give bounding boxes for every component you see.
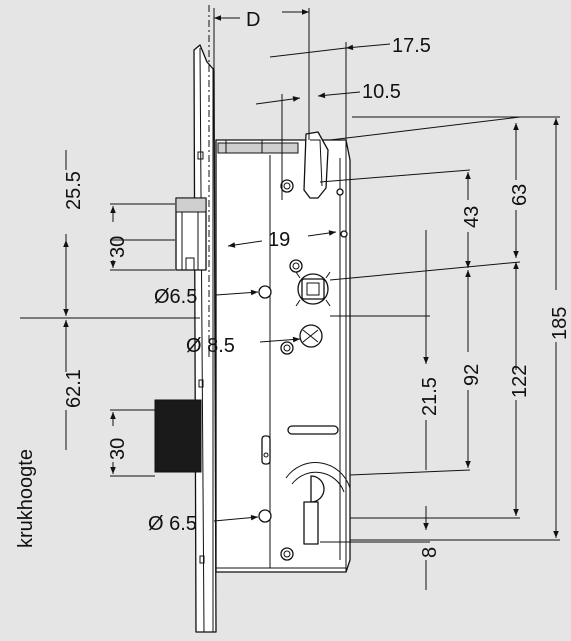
cylinder-cutout: [285, 462, 351, 545]
dim-92: 92: [461, 364, 483, 386]
dead-bolt: [154, 399, 202, 473]
dim-dia-6-5-bottom: Ø 6.5: [148, 513, 197, 535]
dim-8: 8: [419, 547, 441, 558]
follower-hub: [295, 271, 331, 307]
dim-63: 63: [509, 184, 531, 206]
extension-lines: [20, 8, 560, 543]
latch-bolt: [175, 197, 207, 271]
case-screws: [280, 179, 348, 561]
dim-30-bottom: 30: [107, 438, 129, 460]
dim-19: 19: [268, 229, 290, 251]
side-slot: [261, 435, 271, 465]
dim-dia-6-5-top: Ø6.5: [154, 286, 197, 308]
fixing-hole-bottom: [258, 509, 272, 523]
dim-dia-8-5: Ø 8.5: [186, 335, 235, 357]
lock-case: [215, 139, 351, 573]
dim-25-5: 25.5: [63, 171, 85, 210]
secondary-spindle: [299, 324, 323, 348]
label-handle-height: krukhoogte: [15, 449, 37, 548]
dim-21-5: 21.5: [419, 377, 441, 416]
dim-30-top: 30: [107, 236, 129, 258]
dimension-lines: [63, 9, 559, 590]
fixing-hole-top: [258, 285, 272, 299]
dim-43: 43: [461, 206, 483, 228]
dim-62-1: 62.1: [63, 369, 85, 408]
dim-10-5: 10.5: [362, 81, 401, 103]
dim-122: 122: [509, 365, 531, 398]
dim-D: D: [246, 9, 260, 31]
dim-17-5: 17.5: [392, 35, 431, 57]
dim-185: 185: [549, 307, 571, 340]
slot: [287, 425, 339, 435]
